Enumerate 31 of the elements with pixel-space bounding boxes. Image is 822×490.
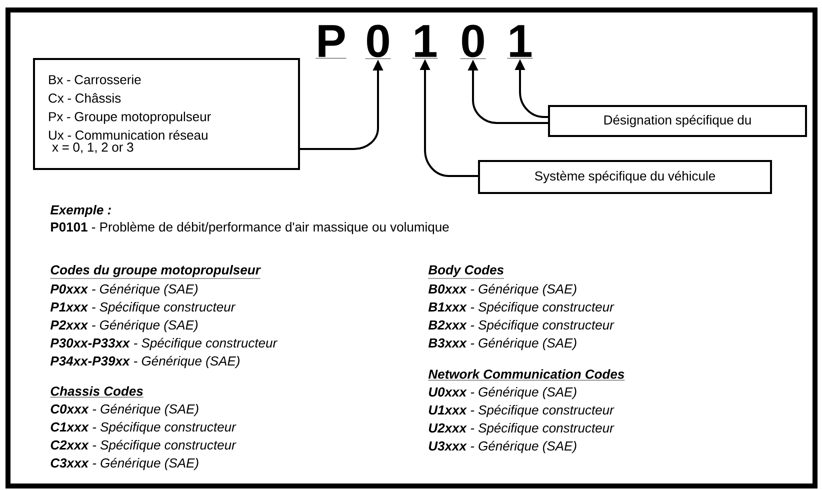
code-character: 1 bbox=[507, 25, 533, 58]
code-character: 0 bbox=[460, 24, 486, 59]
code-range-text: U0xxx - Générique (SAE) bbox=[428, 386, 576, 400]
code-range-text: P2xxx - Générique (SAE) bbox=[50, 320, 198, 332]
description-box: Désignation spécifique du bbox=[548, 105, 807, 137]
section-heading: Network Communication Codes bbox=[428, 369, 625, 380]
category-box: Bx - Carrosserie Cx - Châssis Px - Groupe motopropulseur Ux - Communication réseau x = 0, 1, 2 or 3 bbox=[33, 58, 300, 170]
code-range-text: U3xxx - Générique (SAE) bbox=[428, 440, 576, 454]
section-heading: Body Codes bbox=[428, 264, 504, 279]
section-heading: Chassis Codes bbox=[50, 386, 144, 398]
code-range-text: B1xxx - Spécifique constructeur bbox=[428, 302, 614, 314]
code-range-text: C3xxx - Générique (SAE) bbox=[50, 458, 198, 470]
example-heading: Exemple : bbox=[50, 204, 111, 218]
code-range-text: U1xxx - Spécifique constructeur bbox=[428, 404, 614, 418]
code-character: 0 bbox=[365, 24, 391, 59]
code-range-text: P30xx-P33xx - Spécifique constructeur bbox=[50, 338, 278, 350]
code-range-text: P34xx-P39xx - Générique (SAE) bbox=[50, 356, 240, 368]
code-range-text: C2xxx - Spécifique constructeur bbox=[50, 440, 236, 452]
example-text: P0101 - Problème de débit/performance d'air massique ou volumique bbox=[51, 222, 449, 234]
section-heading: Codes du groupe motopropulseur bbox=[50, 264, 261, 279]
code-range-text: C1xxx - Spécifique constructeur bbox=[50, 422, 236, 434]
description-box: Système spécifique du véhicule bbox=[478, 160, 772, 194]
code-range-text: B0xxx - Générique (SAE) bbox=[428, 284, 576, 296]
code-range-text: B3xxx - Générique (SAE) bbox=[428, 338, 576, 350]
code-character: P bbox=[315, 25, 347, 58]
code-range-text: P1xxx - Spécifique constructeur bbox=[50, 302, 236, 314]
code-range-text: P0xxx - Générique (SAE) bbox=[50, 284, 198, 296]
code-range-text: C0xxx - Générique (SAE) bbox=[50, 404, 198, 416]
code-range-text: B2xxx - Spécifique constructeur bbox=[428, 320, 614, 332]
code-character: 1 bbox=[412, 25, 438, 58]
code-range-text: U2xxx - Spécifique constructeur bbox=[428, 422, 614, 436]
